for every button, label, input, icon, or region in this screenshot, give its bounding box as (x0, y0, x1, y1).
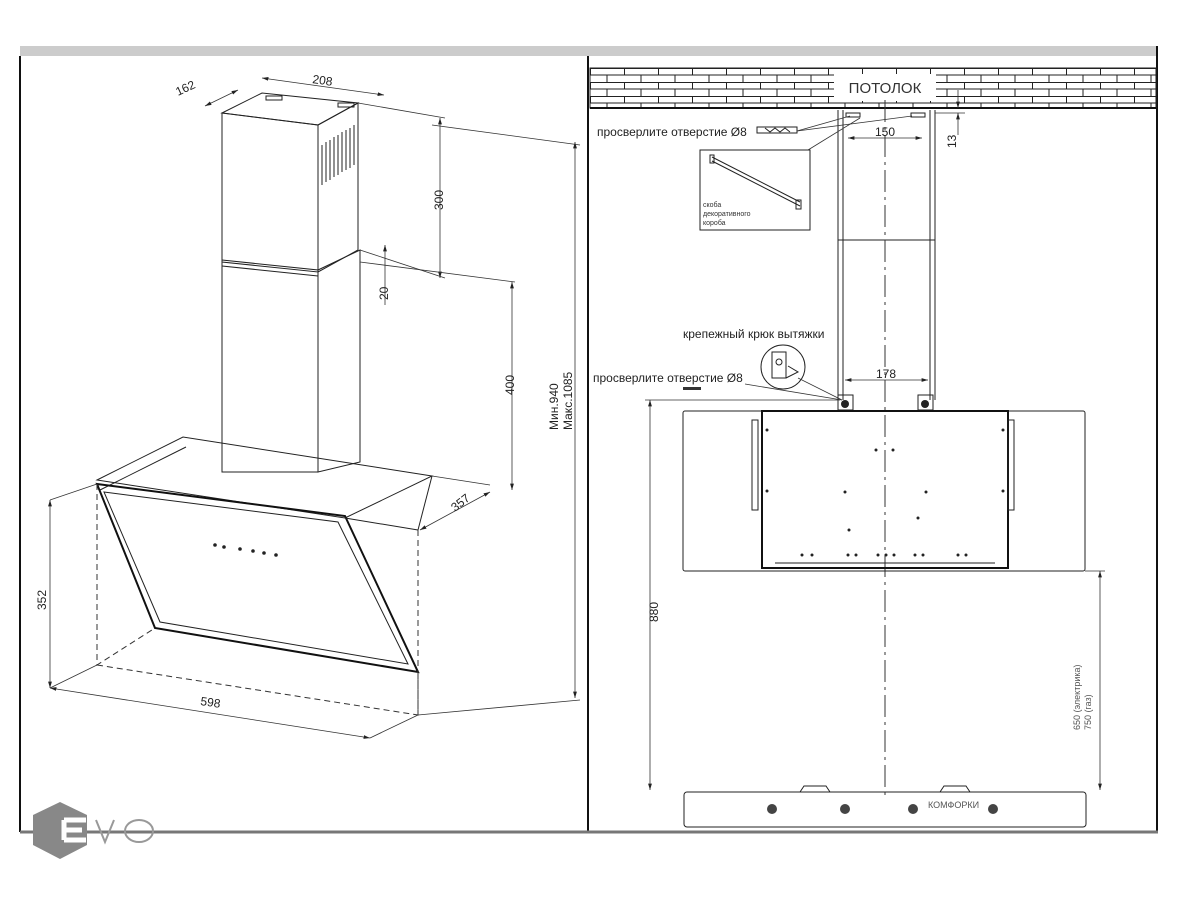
dim-lower-height: 400 (503, 375, 517, 395)
hood-isometric-view: 162 208 300 20 400 Мин.940 Макс.1085 357… (35, 72, 581, 739)
hob-label: КОМФОРКИ (928, 800, 979, 810)
hood-front-view: ПОТОЛОК 150 13 просверлите отверстие Ø8 … (589, 67, 1157, 828)
drill-bit-icon (756, 126, 798, 134)
hook-label: крепежный крюк вытяжки (683, 327, 824, 341)
cooktop (683, 791, 1087, 828)
evo-logo (33, 802, 154, 859)
dim-glass-height: 352 (35, 590, 49, 610)
ceiling-label: ПОТОЛОК (849, 80, 922, 97)
control-buttons (213, 543, 278, 557)
drill-bottom-label: просверлите отверстие Ø8 (593, 371, 743, 385)
hook-icon (771, 351, 800, 379)
bracket-icon (709, 154, 802, 210)
bracket-caption-line: короба (703, 219, 726, 227)
bracket-detail-box (699, 149, 811, 231)
dim-hob-gas: 750 (газ) (1083, 694, 1093, 730)
ceiling-label-box (834, 74, 936, 101)
drill-top-label: просверлите отверстие Ø8 (597, 125, 747, 139)
dim-chimney-depth: 162 (173, 77, 197, 98)
dim-min-height: Мин.940 (547, 383, 561, 430)
sheet-frame (19, 46, 1158, 834)
mounting-holes (765, 428, 1005, 557)
dim-max-height: Макс.1085 (561, 371, 575, 430)
dim-chimney-width: 208 (312, 72, 334, 89)
hook-detail-circle (760, 344, 806, 390)
burner-knob-icons (767, 804, 998, 814)
drill-bit-small-icon (683, 387, 701, 390)
dim-bracket-spacing: 150 (875, 125, 895, 139)
dim-hood-depth: 357 (448, 491, 473, 515)
dim-hook-spacing: 178 (876, 367, 896, 381)
bracket-caption-line: декоративного (703, 211, 751, 218)
dim-width: 598 (200, 694, 222, 711)
dim-overlap: 20 (377, 286, 391, 300)
dim-upper-height: 300 (432, 190, 446, 210)
bracket-caption-line: скоба (703, 201, 721, 209)
dim-hob-electric: 650 (электрика) (1072, 665, 1082, 731)
vent-slots-icon (321, 125, 355, 185)
dim-height-to-hob: 880 (647, 602, 661, 622)
dim-ceiling-offset: 13 (945, 134, 959, 148)
